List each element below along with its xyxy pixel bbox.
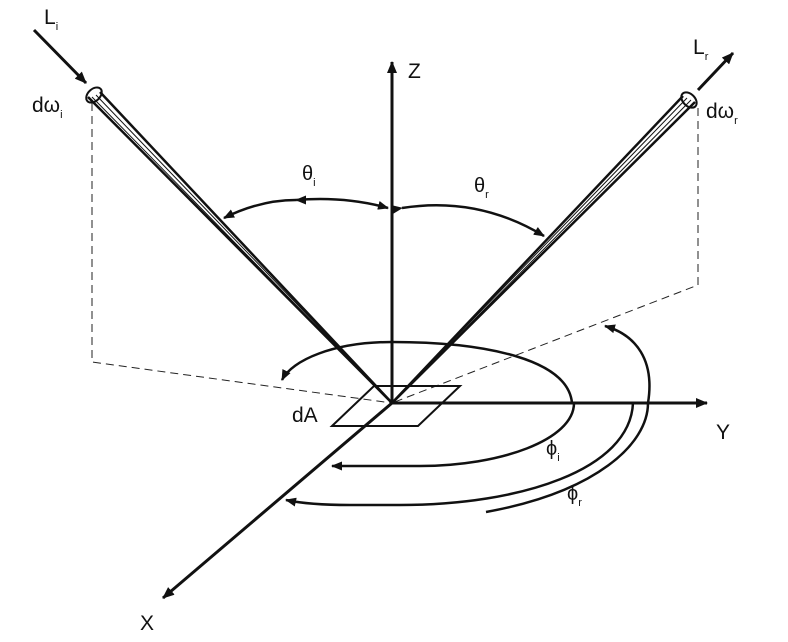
surface-element-label: dA xyxy=(292,404,318,427)
z-axis-label: Z xyxy=(408,60,421,83)
x-axis-label: X xyxy=(140,612,154,635)
phi-reflected-label: ϕr xyxy=(567,483,582,509)
incident-solid-angle-label: dωi xyxy=(32,94,63,121)
incident-radiance-arrow xyxy=(32,28,88,85)
x-axis xyxy=(162,401,393,600)
phi-rotation-ellipse xyxy=(282,340,650,514)
reflected-projection-line xyxy=(391,108,699,404)
reflected-radiance-label: Lr xyxy=(693,36,709,63)
reflected-radiance-arrow xyxy=(696,51,735,92)
theta-incident-arc-right xyxy=(295,197,389,210)
reflected-beam xyxy=(391,95,696,404)
phi-incident-label: ϕi xyxy=(546,438,560,464)
incident-solid-angle-ellipse xyxy=(85,86,103,104)
theta-incident-label: θi xyxy=(302,163,316,189)
surface-element-dA xyxy=(329,385,463,427)
y-axis-label: Y xyxy=(716,421,730,444)
incident-beam xyxy=(87,91,393,404)
phi-reflected-arc xyxy=(285,402,635,507)
theta-incident-arc xyxy=(223,195,307,220)
theta-reflected-arc xyxy=(391,203,545,238)
incident-radiance-label: Li xyxy=(44,6,58,33)
reflected-solid-angle-ellipse xyxy=(680,91,698,109)
theta-reflected-label: θr xyxy=(474,175,489,201)
phi-incident-arc xyxy=(331,402,576,471)
reflected-solid-angle-label: dωr xyxy=(706,100,738,127)
phi-reflected-outer-arc xyxy=(604,324,651,404)
